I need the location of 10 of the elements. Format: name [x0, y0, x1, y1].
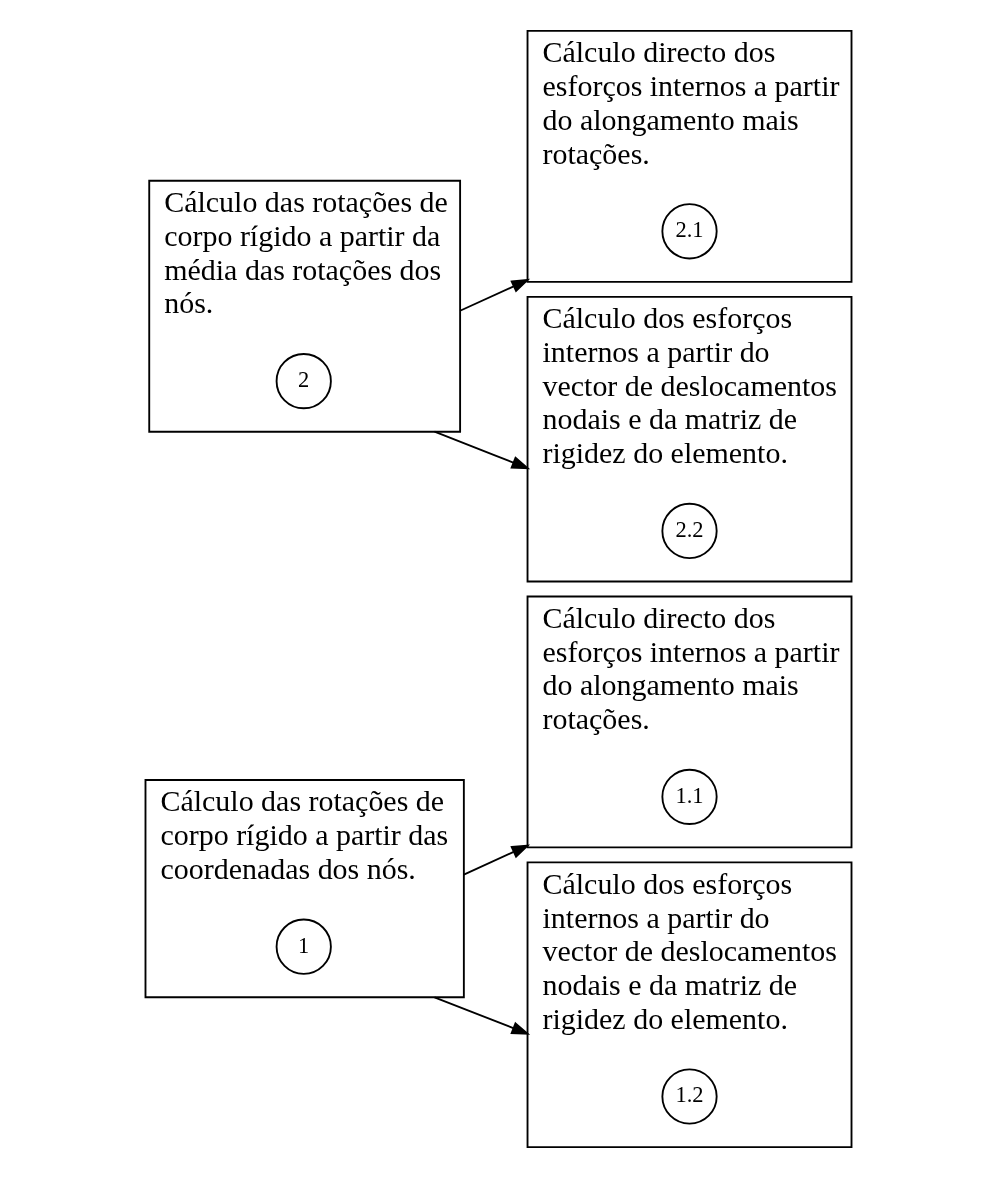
node-circle: 2.1	[660, 203, 718, 260]
arrow	[433, 430, 530, 470]
node-circle: 1.1	[660, 768, 718, 825]
node-circle: 1	[275, 918, 332, 975]
arrow	[433, 996, 530, 1035]
node-circle: 2	[275, 353, 332, 410]
arrow	[462, 844, 530, 876]
arrow	[458, 278, 530, 312]
node-circle: 1.2	[660, 1068, 718, 1125]
node-circle: 2.2	[660, 502, 718, 560]
